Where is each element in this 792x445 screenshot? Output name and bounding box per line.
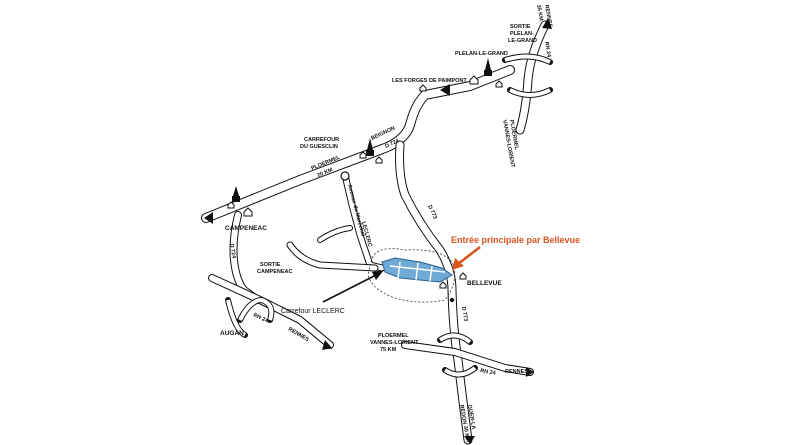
direction-arrows bbox=[204, 18, 552, 444]
plelan-label: PLELAN-LE-GRAND bbox=[455, 51, 508, 57]
ploermel-se-label: VANNES-LORIENT bbox=[370, 340, 419, 346]
house-icons bbox=[227, 75, 503, 289]
ploermel-ne-label: PLOERMEL bbox=[508, 119, 519, 151]
interchange-ne bbox=[502, 20, 553, 135]
carrefour-guesclin-label: DU GUESCLIN bbox=[300, 144, 338, 150]
sortie-campeneac-label: SORTIE bbox=[260, 262, 281, 268]
ploermel-w-label: 20 KM bbox=[317, 167, 335, 179]
rn24-label: RN 24 bbox=[252, 312, 270, 324]
road-west-link bbox=[286, 225, 379, 272]
augan-label: AUGAN bbox=[220, 330, 244, 337]
sortie-plelan-label: LE-GRAND bbox=[508, 38, 537, 44]
road-d724-main bbox=[201, 65, 515, 223]
sortie-campeneac-label: CAMPENEAC bbox=[257, 269, 292, 275]
ploermel-se-label: PLOERMEL bbox=[378, 333, 409, 339]
road-campeneac bbox=[229, 211, 262, 304]
church-icon bbox=[366, 138, 374, 156]
entrance-label: Entrée principale par Bellevue bbox=[451, 235, 580, 245]
road-network bbox=[201, 20, 553, 445]
carrefour-leclerc-label: Carrefour LECLERC bbox=[281, 308, 345, 315]
sortie-plelan-label: PLELAN- bbox=[510, 31, 534, 37]
campeneac-label: CAMPENEAC bbox=[225, 225, 267, 232]
church-icon bbox=[484, 58, 492, 76]
bellevue-label: BELLEVUE bbox=[467, 280, 502, 287]
church-icon bbox=[232, 186, 240, 202]
site-boundary bbox=[367, 248, 456, 303]
d773-s-label: D 773 bbox=[460, 306, 468, 322]
sortie-plelan-label: SORTIE bbox=[510, 24, 531, 30]
d773-n-label: D 773 bbox=[426, 204, 438, 220]
forges-label: LES FORGES DE PAIMPONT bbox=[392, 78, 467, 84]
guer-label: GUER-LA bbox=[466, 404, 476, 430]
interchange-sw bbox=[208, 274, 334, 349]
d724-w-label: D 724 bbox=[228, 243, 237, 259]
campus-site bbox=[381, 257, 453, 283]
arrow-entrance bbox=[452, 245, 481, 270]
roundabout bbox=[340, 171, 350, 181]
ploermel-se-label: 75 KM bbox=[380, 347, 397, 353]
road-d773 bbox=[395, 140, 473, 445]
rennes-ne-label: 35 KM bbox=[535, 4, 544, 21]
arrow-to-site bbox=[322, 270, 384, 303]
interchange-se bbox=[401, 332, 534, 378]
rn24-se-label: RN 24 bbox=[480, 368, 497, 377]
carrefour-guesclin-label: CARREFOUR bbox=[304, 137, 339, 143]
rennes-se-label: RENNES bbox=[505, 369, 528, 375]
bellevue-dot bbox=[449, 297, 455, 303]
rn24-ne-label: RN 24 bbox=[543, 41, 552, 58]
rennes-ne-label: RENNES bbox=[543, 4, 553, 28]
